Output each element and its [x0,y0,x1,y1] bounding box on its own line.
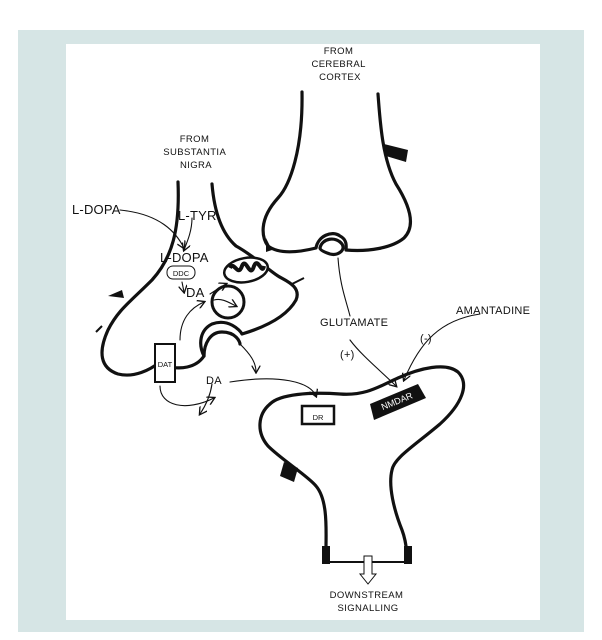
vesicle-release-arrow [239,343,256,372]
cortical-terminal [261,90,413,256]
bottom-strip [18,632,584,640]
nigral-terminal [95,180,305,377]
downstream-arrow [358,555,378,585]
diagram-panel [66,44,540,620]
da-reuptake-arrow [179,302,204,341]
plus-sign-label: (+) [340,349,355,361]
ddc-box [166,265,196,280]
cortex-origin-label: FROM CEREBRAL CORTEX [311,46,368,83]
mitochondrion [222,256,270,284]
da-inner-label: DA [186,285,205,300]
ddc-label: DDC [173,269,190,278]
ddc-arrow [182,281,184,292]
da-out-arrow [200,383,213,414]
postsynaptic-cell [258,365,466,564]
dr-label: DR [313,413,324,422]
da-cleft-label: DA [206,375,222,387]
minus-sign-label: (-) [420,333,432,345]
cortical-receptor [384,144,408,162]
glutamate-label: GLUTAMATE [320,317,388,329]
downstream-label: DOWNSTREAM SIGNALLING [330,590,407,614]
ldopa-entry-label: L-DOPA [72,202,121,217]
nigra-origin-label: FROM SUBSTANTIA NIGRA [163,134,228,171]
dat-label: DAT [158,360,173,369]
amantadine-label: AMANTADINE [456,305,530,317]
da-to-vesicle-arrow [209,284,226,295]
glutamate-release-arrow [337,257,351,317]
dat-transporter [154,343,176,383]
nmdar-receptor [370,384,426,420]
ldopa-entry-arrow [119,209,184,248]
ltyr-label: L-TYR [178,208,217,223]
da-diffusion-arrow [159,385,214,407]
ldopa-inner-label: L-DOPA [160,250,209,265]
ltyr-arrow [184,217,193,250]
glutamate-to-nmdar-arrow [349,339,396,386]
da-to-dr-arrow [229,378,316,396]
dr-receptor [300,404,336,426]
amantadine-arrow [404,313,481,380]
